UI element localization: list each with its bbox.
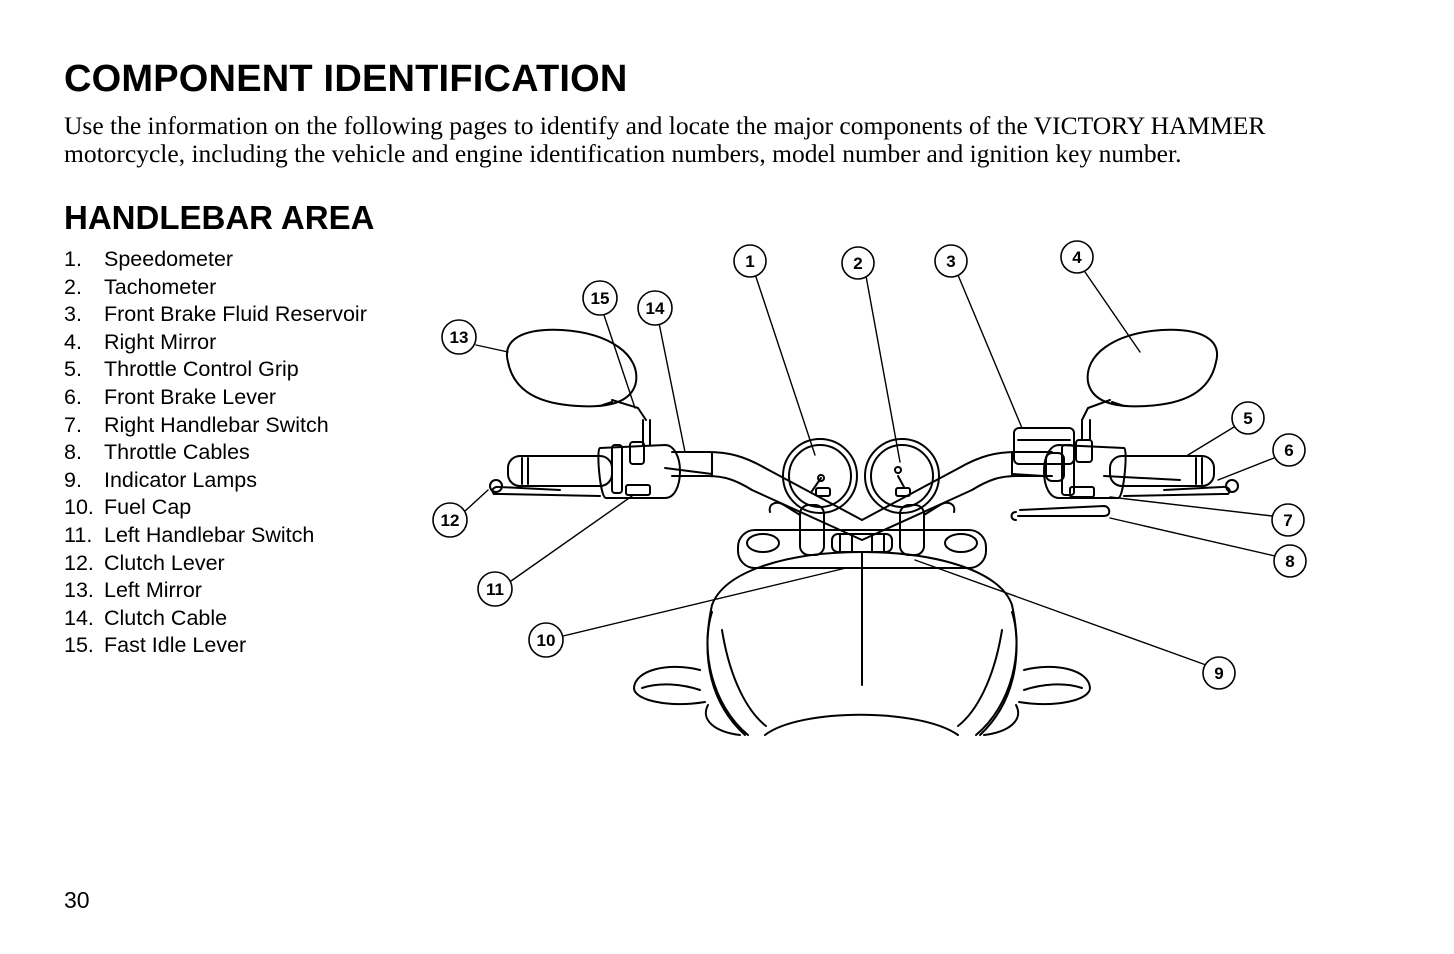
mirrors-drawing [505, 328, 1219, 408]
legend-item: 4. Right Mirror [64, 329, 367, 357]
svg-text:6: 6 [1284, 441, 1293, 460]
svg-text:10: 10 [537, 631, 556, 650]
legend-label: Front Brake Fluid Reservoir [104, 302, 367, 327]
legend-label: Front Brake Lever [104, 384, 277, 409]
svg-text:14: 14 [646, 299, 665, 318]
callout-11: 11 [477, 571, 513, 607]
svg-text:7: 7 [1283, 511, 1292, 530]
callout-9: 9 [1202, 656, 1236, 690]
callout-7: 7 [1271, 503, 1305, 537]
legend-label: Throttle Cables [104, 440, 250, 465]
legend-item: 10. Fuel Cap [64, 494, 367, 522]
legend-item: 8. Throttle Cables [64, 439, 367, 467]
legend-label: Clutch Lever [104, 550, 225, 575]
left-controls-drawing [489, 399, 713, 499]
legend-label: Left Mirror [104, 578, 202, 603]
intro-paragraph: Use the information on the following pag… [64, 111, 1266, 168]
legend-number: 5. [64, 357, 82, 382]
svg-text:9: 9 [1214, 664, 1223, 683]
legend-label: Right Mirror [104, 329, 217, 354]
svg-text:11: 11 [486, 580, 504, 599]
section-title: HANDLEBAR AREA [64, 199, 375, 236]
page-title: COMPONENT IDENTIFICATION [64, 58, 628, 100]
legend-item: 15. Fast Idle Lever [64, 632, 367, 660]
page-number: 30 [64, 887, 90, 913]
svg-text:12: 12 [441, 511, 460, 530]
legend-item: 12. Clutch Lever [64, 550, 367, 578]
svg-text:15: 15 [591, 289, 610, 308]
right-controls-drawing [1010, 399, 1239, 521]
legend-number: 7. [64, 412, 82, 437]
legend-number: 6. [64, 384, 82, 409]
svg-text:4: 4 [1072, 248, 1082, 267]
legend-number: 15. [64, 633, 94, 658]
callout-13: 13 [441, 319, 477, 355]
svg-text:1: 1 [745, 252, 754, 271]
legend-item: 3. Front Brake Fluid Reservoir [64, 301, 367, 329]
legend-number: 8. [64, 440, 82, 465]
callout-4: 4 [1060, 240, 1094, 274]
legend-item: 9. Indicator Lamps [64, 467, 367, 495]
callout-10: 10 [528, 622, 564, 658]
gauges-drawing [782, 438, 940, 514]
legend-label: Fast Idle Lever [104, 633, 247, 658]
fuel-tank-drawing [633, 551, 1091, 736]
legend-number: 11. [64, 522, 93, 547]
legend-label: Throttle Control Grip [104, 357, 299, 382]
svg-text:2: 2 [853, 254, 862, 273]
svg-text:3: 3 [946, 252, 955, 271]
legend-number: 13. [64, 578, 94, 603]
legend-item: 13. Left Mirror [64, 577, 367, 605]
svg-text:13: 13 [450, 328, 469, 347]
legend-number: 9. [64, 467, 82, 492]
callout-14: 14 [637, 290, 673, 326]
callout-3: 3 [934, 244, 968, 278]
legend-number: 1. [64, 247, 82, 271]
legend-number: 10. [64, 495, 94, 520]
legend-label: Tachometer [104, 274, 217, 299]
legend-number: 4. [64, 329, 82, 354]
legend-item: 14. Clutch Cable [64, 605, 367, 633]
svg-text:5: 5 [1243, 409, 1252, 428]
leader-lines [463, 271, 1276, 666]
legend-label: Left Handlebar Switch [104, 522, 315, 547]
legend-number: 3. [64, 302, 82, 327]
component-legend: 1. Speedometer 2. Tachometer 3. Front Brake… [64, 246, 367, 660]
legend-number: 12. [64, 550, 94, 575]
legend-label: Right Handlebar Switch [104, 412, 329, 437]
legend-number: 14. [64, 605, 94, 630]
callout-5: 5 [1231, 401, 1265, 435]
triple-clamp-drawing [737, 501, 987, 569]
callout-6: 6 [1272, 433, 1306, 467]
legend-label: Clutch Cable [104, 605, 228, 630]
legend-label: Speedometer [104, 247, 234, 271]
handlebar-drawing [671, 451, 1053, 541]
legend-item: 11. Left Handlebar Switch [64, 522, 367, 550]
callout-15: 15 [582, 280, 618, 316]
legend-item: 1. Speedometer [64, 246, 367, 274]
callout-12: 12 [432, 502, 468, 538]
legend-item: 2. Tachometer [64, 274, 367, 302]
legend-label: Indicator Lamps [104, 467, 257, 492]
callout-8: 8 [1273, 544, 1307, 578]
legend-label: Fuel Cap [104, 495, 192, 520]
callout-2: 2 [841, 246, 875, 280]
svg-text:8: 8 [1285, 552, 1294, 571]
legend-item: 6. Front Brake Lever [64, 384, 367, 412]
callout-1: 1 [733, 244, 767, 278]
legend-item: 5. Throttle Control Grip [64, 356, 367, 384]
legend-item: 7. Right Handlebar Switch [64, 412, 367, 440]
legend-number: 2. [64, 274, 82, 299]
